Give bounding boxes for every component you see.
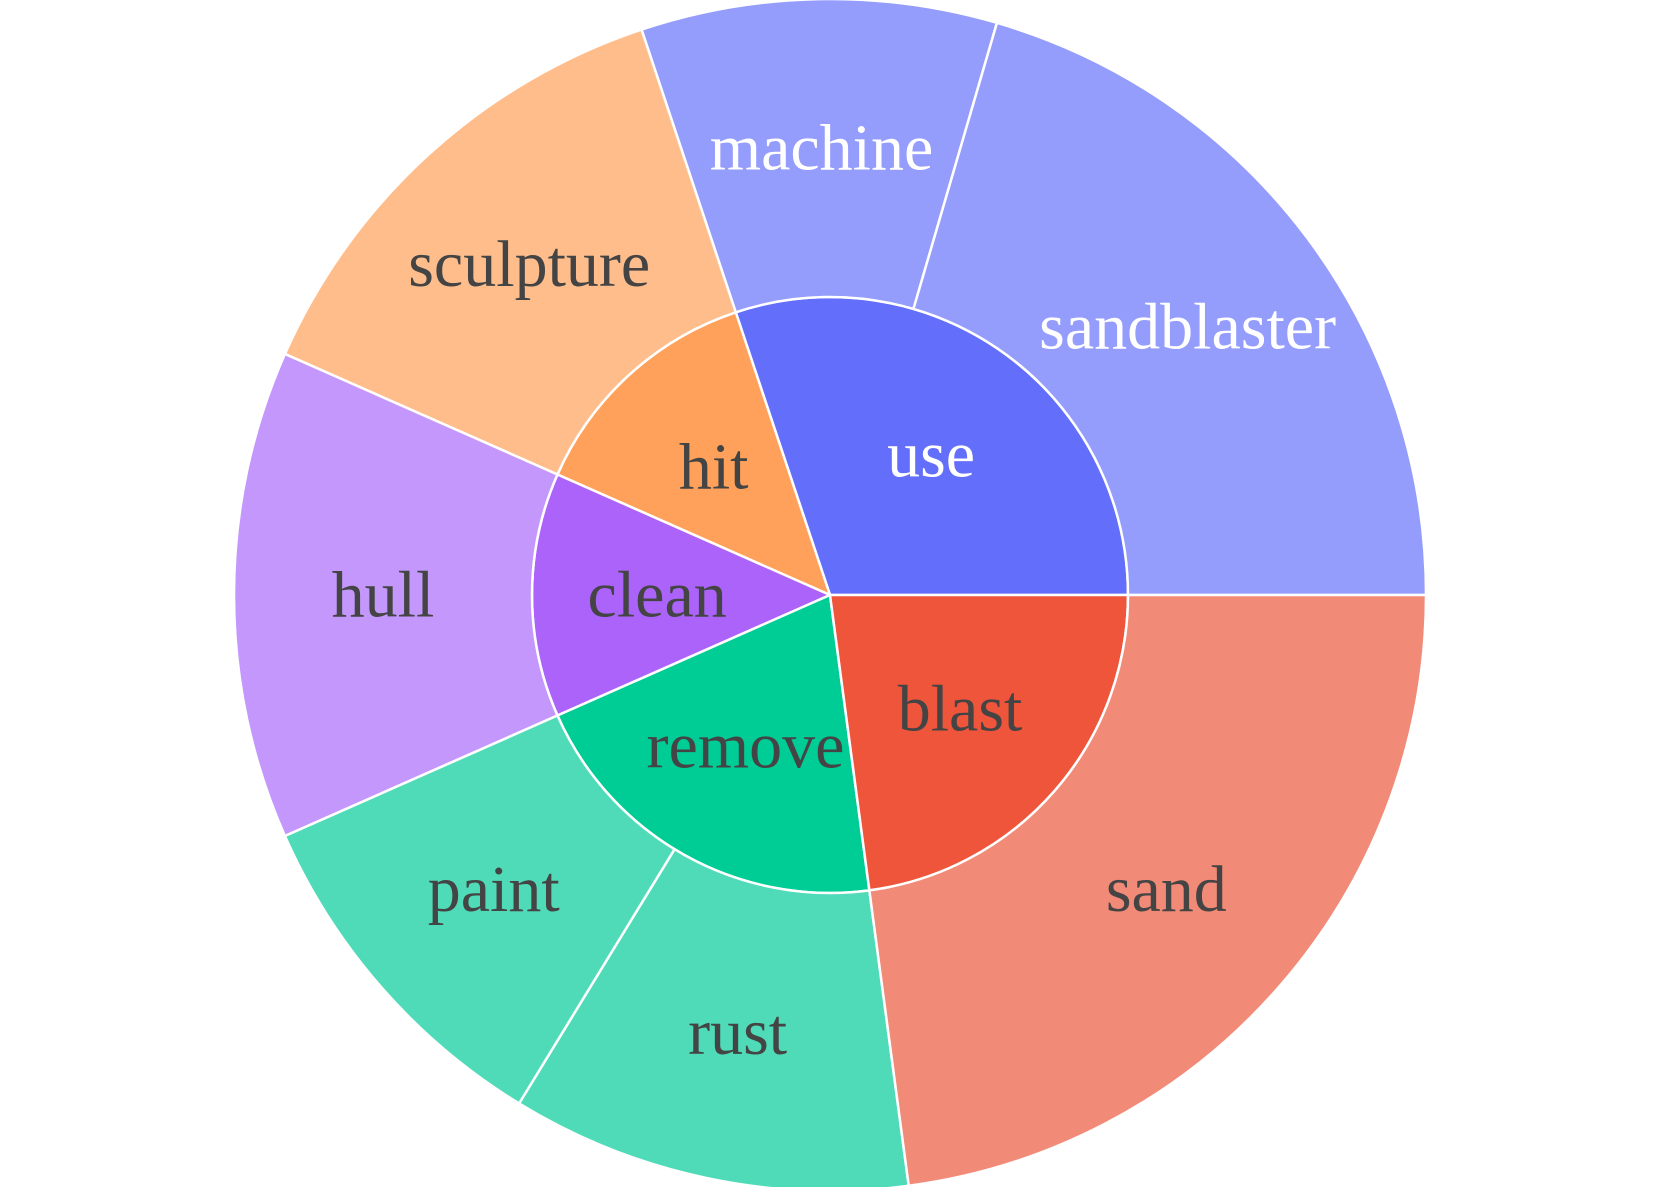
segment-use-sandblaster[interactable] <box>911 21 1428 597</box>
segments-layer <box>232 0 1428 1187</box>
label-hit: hit <box>679 431 749 504</box>
labels-layer: use machine sandblaster hit sculpture clean hu… <box>332 112 1336 1069</box>
label-hit-sculpture: sculpture <box>408 228 650 301</box>
segment-remove-paint[interactable] <box>283 713 677 1106</box>
segment-hit-sculpture[interactable] <box>283 27 738 477</box>
label-blast: blast <box>898 672 1023 745</box>
label-blast-sand: sand <box>1106 853 1227 926</box>
label-clean: clean <box>588 559 727 632</box>
label-clean-hull: hull <box>332 559 435 632</box>
label-remove-paint: paint <box>428 853 560 926</box>
label-remove: remove <box>647 709 845 782</box>
segment-clean-hull[interactable] <box>232 352 560 838</box>
label-remove-rust: rust <box>688 996 787 1069</box>
segment-use-machine[interactable] <box>639 0 999 314</box>
label-use: use <box>887 418 975 491</box>
label-use-sandblaster: sandblaster <box>1039 290 1336 363</box>
segment-blast-sand[interactable] <box>867 593 1428 1187</box>
label-use-machine: machine <box>710 112 934 185</box>
